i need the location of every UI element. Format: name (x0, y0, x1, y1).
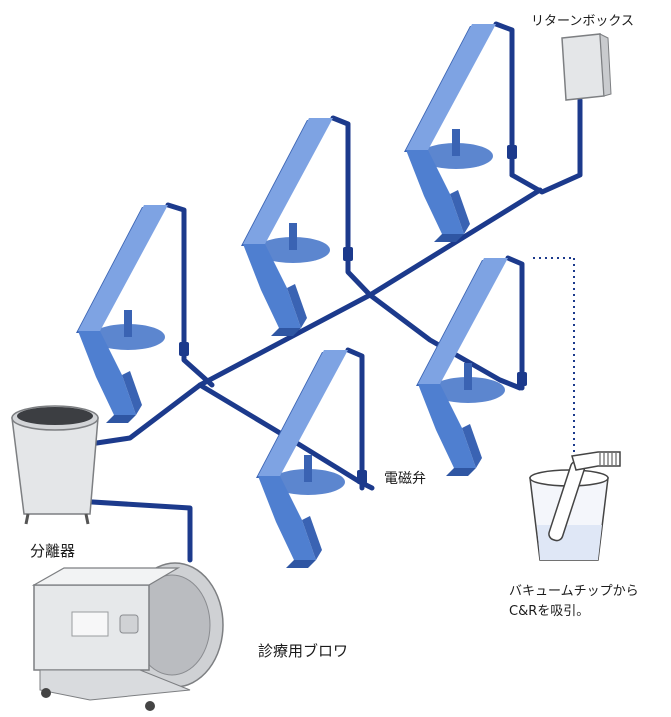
suction-caption: バキュームチップから C&Rを吸引。 (509, 582, 639, 622)
solenoid-valve-icon (507, 145, 517, 159)
separator-tank-icon (11, 405, 99, 525)
dental-chair-icon (404, 24, 496, 242)
dental-chairs (76, 24, 508, 568)
dental-chair-icon (256, 350, 348, 568)
vacuum-piping (57, 21, 583, 563)
solenoid-valve-label: 電磁弁 (384, 471, 426, 487)
suction-caption-line2: C&Rを吸引。 (509, 604, 590, 619)
suction-caption-line1: バキュームチップから (509, 584, 639, 599)
dental-chair-icon (241, 118, 333, 336)
blower-icon (31, 562, 224, 711)
separator-label: 分離器 (30, 542, 76, 560)
solenoid-valve-icon (343, 247, 353, 261)
blower-label: 診療用ブロワ (258, 642, 349, 660)
solenoid-valve-icon (357, 470, 367, 484)
dental-chair-icon (76, 205, 168, 423)
cup-with-vacuum-tip-icon (529, 257, 621, 561)
solenoid-valve-icon (179, 342, 189, 356)
return-box-icon (561, 33, 612, 101)
solenoid-valves (179, 145, 527, 484)
solenoid-valve-icon (517, 372, 527, 386)
dental-chair-icon (416, 258, 508, 476)
return-box-label: リターンボックス (531, 14, 634, 29)
